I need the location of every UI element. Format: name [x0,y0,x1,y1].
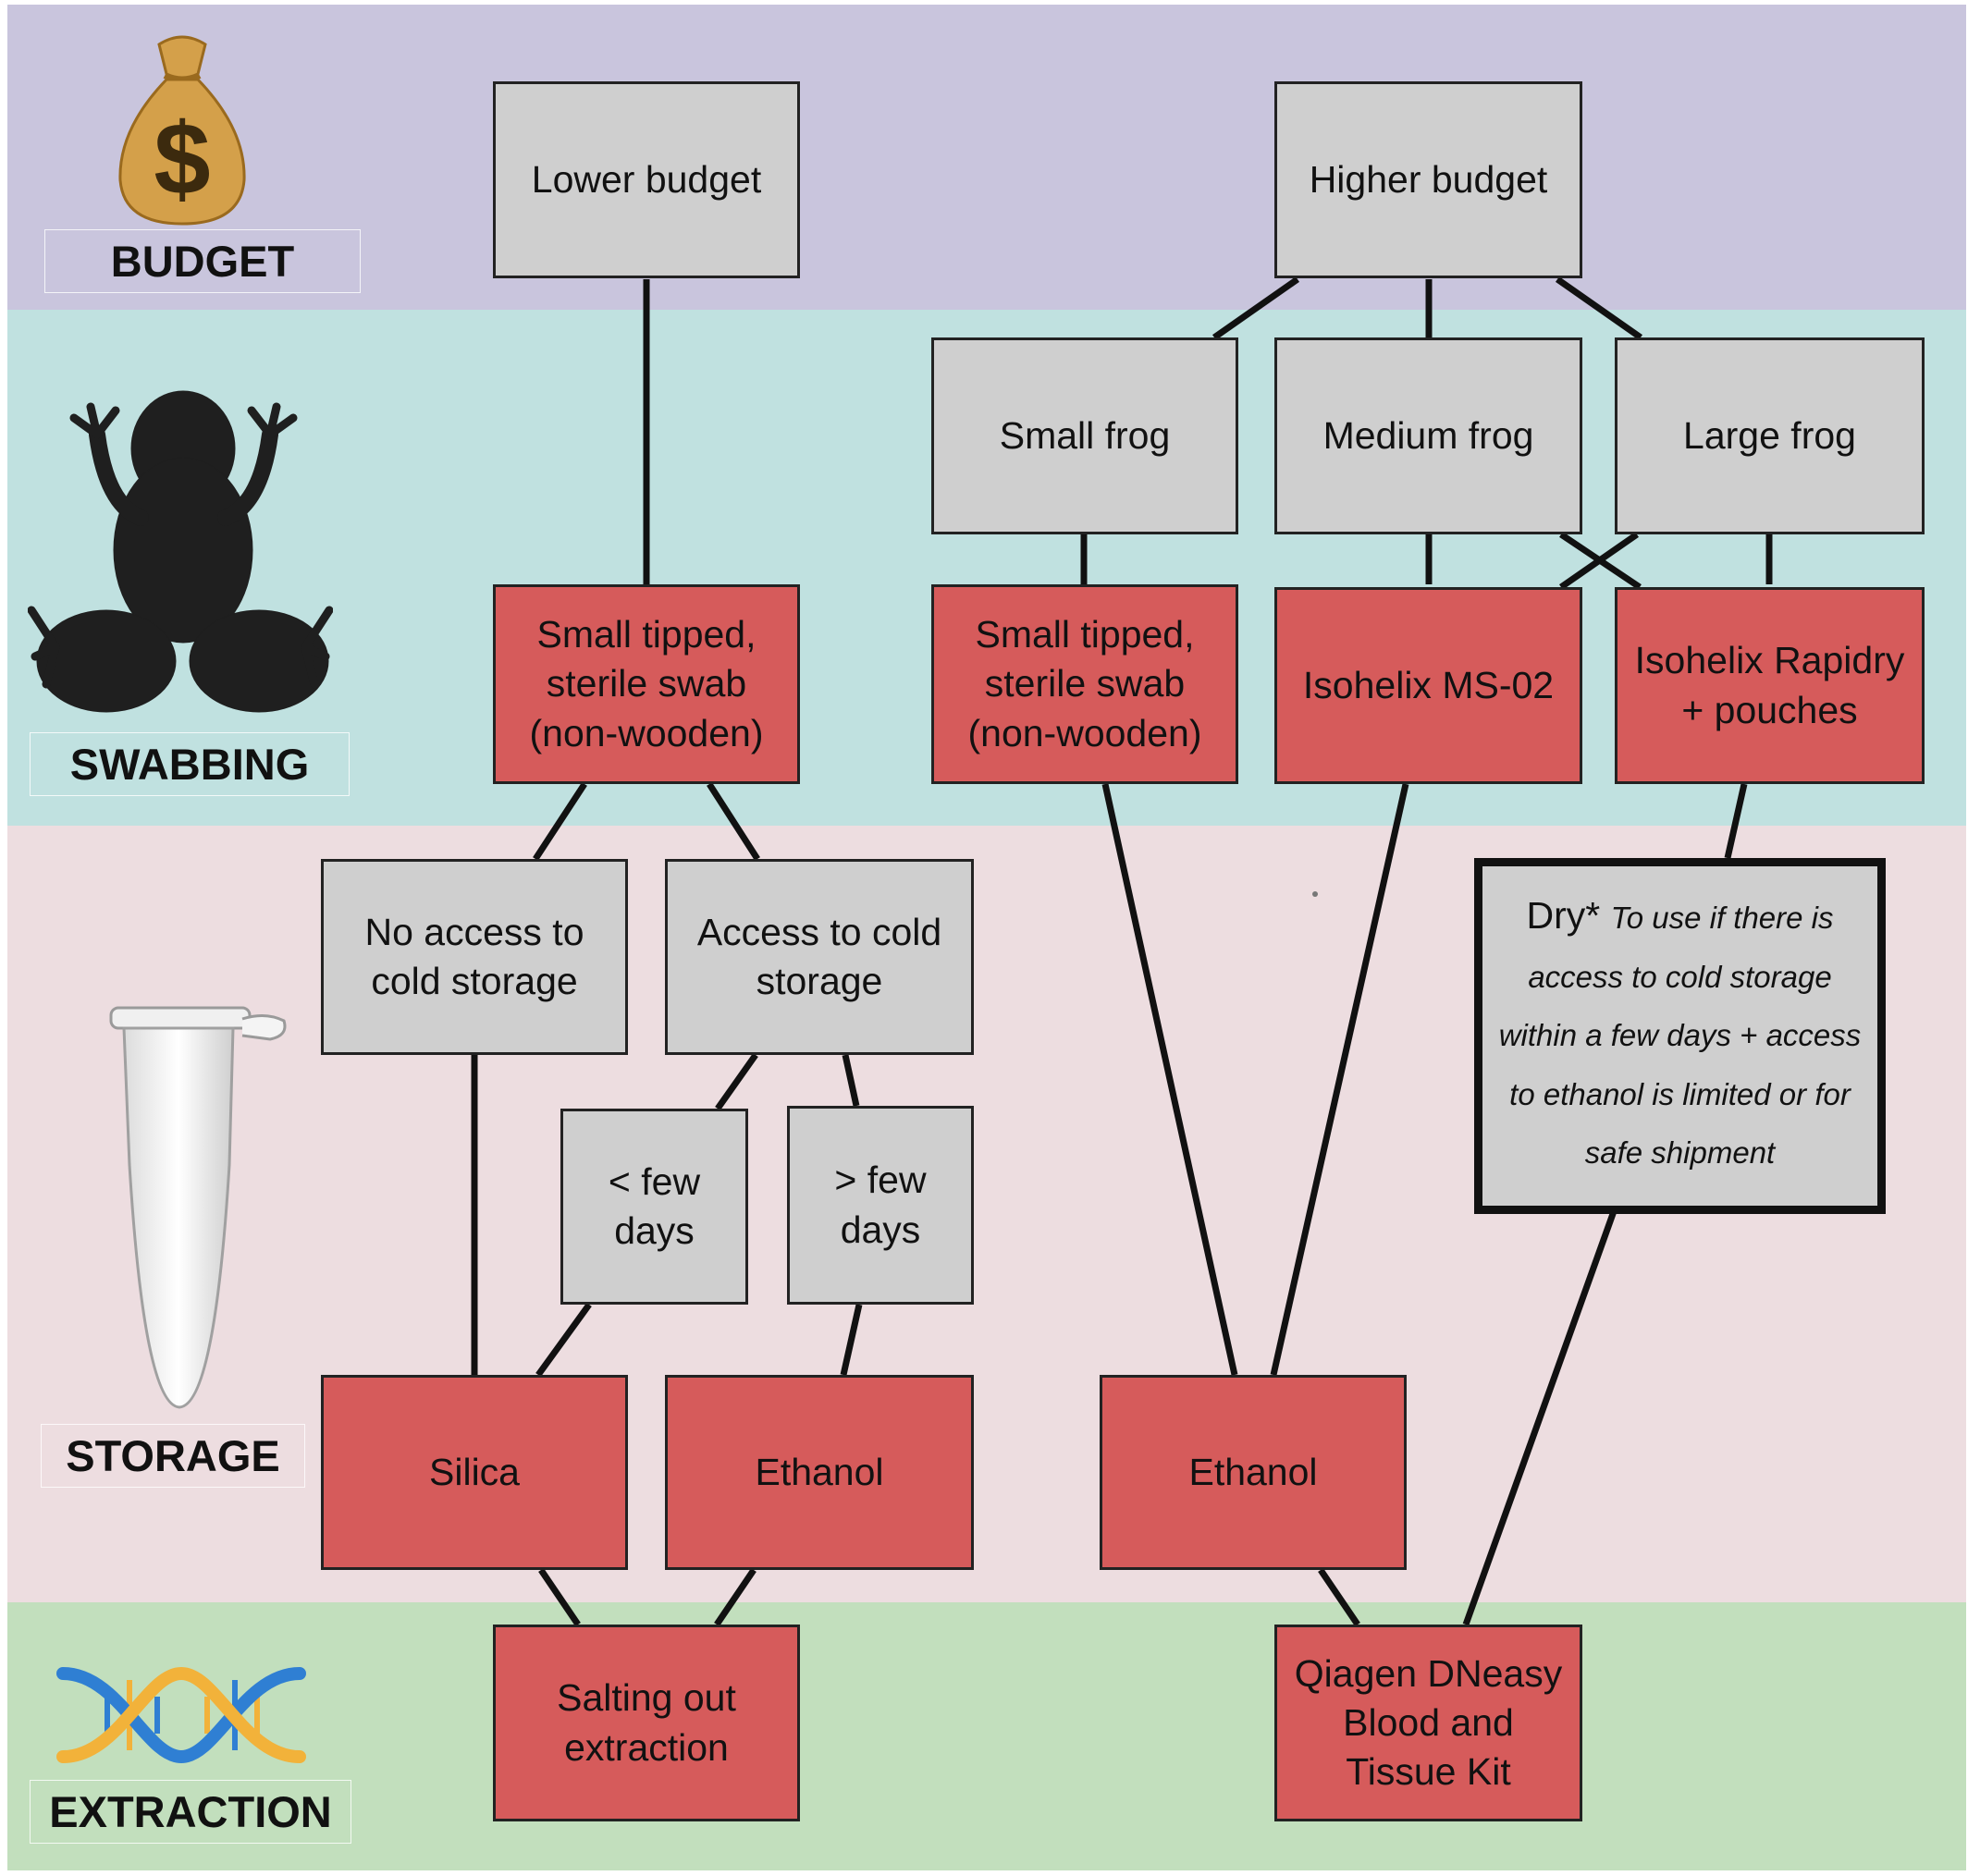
node-qiagen: Qiagen DNeasy Blood and Tissue Kit [1274,1625,1582,1821]
node-large-frog: Large frog [1615,337,1925,534]
connector [1724,783,1748,859]
stray-dot [1312,891,1318,897]
band-extraction [7,1602,1966,1870]
money-bag-icon: $ [118,35,246,226]
node-more-few-days: > few days [787,1106,974,1305]
connector [1462,1209,1617,1626]
node-isohelix-ms02: Isohelix MS-02 [1274,587,1582,784]
node-higher-budget: Higher budget [1274,81,1582,278]
connector [1555,276,1643,340]
frog-icon [28,390,333,713]
node-salting-out: Salting out extraction [493,1625,800,1821]
connector [1318,1568,1360,1626]
connector [707,782,760,861]
node-medium-frog: Medium frog [1274,337,1582,534]
connector [535,1302,592,1378]
band-label-extraction: EXTRACTION [30,1780,351,1844]
connector [1559,532,1639,590]
node-ethanol-left: Ethanol [665,1375,974,1570]
node-isohelix-rapidry: Isohelix Rapidry + pouches [1615,587,1925,784]
dna-icon [56,1666,306,1764]
connector [533,782,587,861]
band-label-budget: BUDGET [44,229,361,293]
node-swab-left: Small tipped, sterile swab (non-wooden) [493,584,800,784]
node-no-cold-access: No access to cold storage [321,859,628,1055]
dry-lead-text: Dry* [1526,894,1601,937]
node-lower-budget: Lower budget [493,81,800,278]
tube-icon [109,1006,287,1409]
band-label-storage: STORAGE [41,1424,305,1488]
dry-note-text: To use if there is access to cold storag… [1498,901,1862,1171]
node-ethanol-right: Ethanol [1100,1375,1407,1570]
connector [538,1568,581,1626]
node-dry: Dry* To use if there is access to cold s… [1474,858,1886,1214]
band-label-swabbing: SWABBING [30,732,350,796]
connector [1212,276,1300,340]
connector [714,1568,756,1626]
connector [1101,783,1238,1376]
connector [842,1054,860,1107]
svg-text:$: $ [154,103,210,216]
band-budget [7,5,1966,310]
connector [840,1304,863,1376]
connector [1270,783,1409,1376]
node-cold-access: Access to cold storage [665,859,974,1055]
connector [715,1052,758,1111]
node-small-frog: Small frog [931,337,1238,534]
node-less-few-days: < few days [560,1109,748,1305]
node-swab-right: Small tipped, sterile swab (non-wooden) [931,584,1238,784]
node-silica: Silica [321,1375,628,1570]
